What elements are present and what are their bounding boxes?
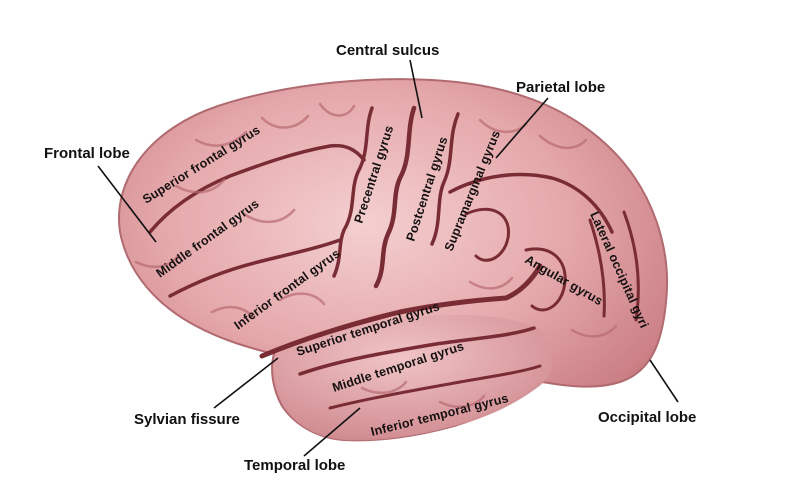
label-parietal-lobe: Parietal lobe	[516, 79, 605, 96]
superior-frontal-sulcus	[148, 143, 366, 234]
angular-curl	[524, 247, 567, 312]
leader-parietal-lobe	[495, 97, 549, 159]
leader-temporal-lobe	[303, 407, 361, 457]
inferior-temporal-sulcus	[328, 364, 542, 410]
leader-frontal-lobe	[97, 165, 157, 243]
supramarginal-curl	[464, 207, 510, 262]
occipital-sulcus-1	[588, 218, 606, 318]
leader-lines	[97, 59, 679, 457]
postcentral-sulcus-line	[430, 112, 460, 246]
surface-folds	[134, 102, 618, 409]
label-frontal-lobe: Frontal lobe	[44, 145, 130, 162]
label-temporal-lobe: Temporal lobe	[244, 457, 345, 474]
superior-temporal-sulcus	[298, 326, 536, 376]
occipital-sulcus-2	[622, 210, 640, 322]
sylvian-fissure-line	[259, 263, 543, 359]
precentral-sulcus-line	[332, 106, 374, 278]
brain-illustration	[118, 78, 668, 442]
structure-labels: Central sulcus Parietal lobe Frontal lob…	[44, 42, 696, 474]
temporal-lobe-shape	[275, 314, 553, 441]
label-central-sulcus: Central sulcus	[336, 42, 439, 59]
label-sylvian-fissure: Sylvian fissure	[134, 411, 240, 428]
leader-occipital-lobe	[649, 359, 679, 403]
label-occipital-lobe: Occipital lobe	[598, 409, 696, 426]
leader-central-sulcus	[409, 59, 423, 119]
central-sulcus-line	[373, 105, 417, 289]
inferior-frontal-sulcus	[168, 238, 342, 298]
leader-sylvian-fissure	[213, 357, 279, 409]
intraparietal-sulcus	[448, 172, 614, 234]
